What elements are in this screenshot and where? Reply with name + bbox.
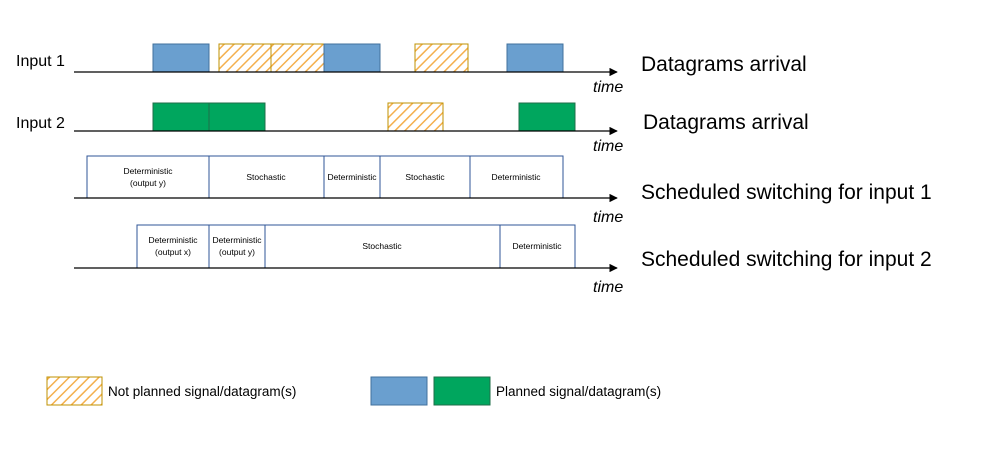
schedule2-slot-label: Deterministic (212, 235, 262, 245)
input1-unplanned-datagram (218, 43, 272, 73)
schedule2-slot (499, 224, 576, 269)
legend-unplanned-label: Not planned signal/datagram(s) (108, 384, 296, 399)
input2-label: Input 2 (16, 115, 65, 132)
input2-planned-datagram (208, 102, 266, 132)
schedule1-slot (86, 155, 210, 199)
schedule2-slot-label: Stochastic (362, 241, 402, 251)
schedule1-axis-label: time (593, 209, 623, 226)
input2-planned-datagram (518, 102, 576, 132)
input2-unplanned-datagram (387, 102, 444, 132)
legend: Not planned signal/datagram(s) Planned s… (46, 376, 661, 406)
schedule1-slot (208, 155, 325, 199)
schedule2-axis-label: time (593, 279, 623, 296)
schedule2-slot-label: Deterministic (512, 241, 562, 251)
schedule2-slot-sublabel: (output x) (155, 247, 191, 257)
schedule1-slot-label: Deterministic (491, 172, 541, 182)
input1-axis-label: time (593, 79, 623, 96)
input1-planned-datagram (506, 43, 564, 73)
schedule1-slot-label: Deterministic (123, 166, 173, 176)
input1-title: Datagrams arrival (641, 53, 807, 76)
schedule1-slot-sublabel: (output y) (130, 178, 166, 188)
input1-row: Input 1 time Datagrams arrival (16, 43, 807, 96)
schedule1-slot (379, 155, 471, 199)
input2-planned-datagram (152, 102, 210, 132)
schedule2-title: Scheduled switching for input 2 (641, 248, 932, 271)
input1-unplanned-datagram (270, 43, 325, 73)
input1-planned-datagram (323, 43, 381, 73)
legend-unplanned-swatch (46, 376, 103, 406)
schedule1-slot-label: Deterministic (327, 172, 377, 182)
schedule1-title: Scheduled switching for input 1 (641, 181, 932, 204)
schedule2-slot-label: Deterministic (148, 235, 198, 245)
input2-title: Datagrams arrival (643, 111, 809, 134)
schedule1-row: Deterministic (output y) Stochastic Dete… (74, 155, 932, 226)
schedule1-slot (323, 155, 381, 199)
schedule1-slot (469, 155, 564, 199)
input1-planned-datagram (152, 43, 210, 73)
input1-unplanned-datagram (414, 43, 469, 73)
schedule2-slot (264, 224, 501, 269)
schedule1-slot-label: Stochastic (405, 172, 445, 182)
schedule2-slot-sublabel: (output y) (219, 247, 255, 257)
input2-axis-label: time (593, 138, 623, 155)
schedule1-slot-label: Stochastic (246, 172, 286, 182)
input2-row: Input 2 time Datagrams arrival (16, 102, 809, 155)
legend-planned-label: Planned signal/datagram(s) (496, 384, 661, 399)
input1-label: Input 1 (16, 53, 65, 70)
schedule2-row: Deterministic (output x) Deterministic (… (74, 224, 932, 296)
legend-planned-blue-swatch (370, 376, 428, 406)
legend-planned-green-swatch (433, 376, 491, 406)
